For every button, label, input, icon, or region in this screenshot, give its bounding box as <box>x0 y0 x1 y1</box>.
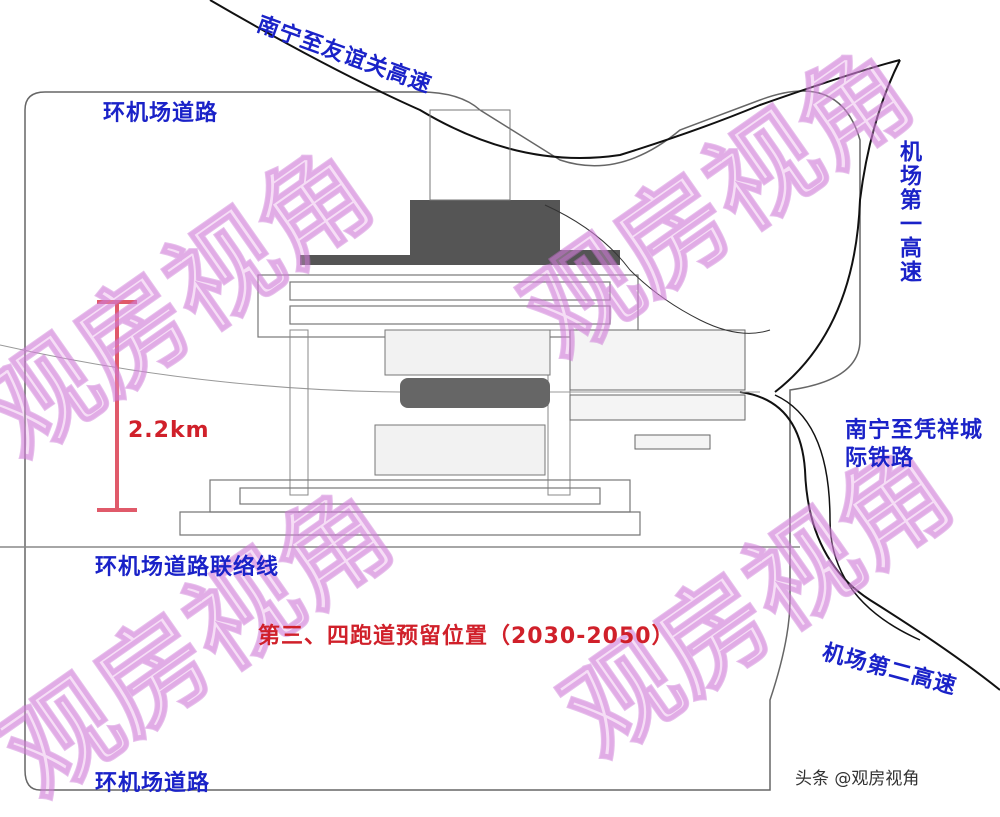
watermark: 观房视角 <box>541 424 975 781</box>
north-runway <box>257 274 639 338</box>
label-ring-road-bottom: 环机场道路 <box>95 771 211 796</box>
highway-north-line <box>209 0 901 159</box>
creek <box>544 204 771 334</box>
north-facilities <box>429 109 511 201</box>
label-airport-highway-1: 机场第一高速 <box>896 140 921 284</box>
ring-road <box>24 90 861 791</box>
label-ring-road-link: 环机场道路联络线 <box>95 555 280 580</box>
railway-line <box>739 391 1000 691</box>
credit: 头条 @观房视角 <box>795 769 920 789</box>
label-ring-road-top: 环机场道路 <box>103 101 219 126</box>
terminal-core <box>400 378 550 408</box>
rail-extension <box>0 344 760 393</box>
north-apron <box>300 200 620 265</box>
airport-highway-1-line <box>774 59 901 393</box>
airport-highway-2-line <box>774 394 921 641</box>
label-intercity-rail: 南宁至凭祥城际铁路 <box>845 418 984 471</box>
terminal-north <box>384 329 551 376</box>
terminal-south <box>374 424 546 476</box>
label-distance: 2.2km <box>128 418 210 443</box>
label-reserved-runways: 第三、四跑道预留位置（2030-2050） <box>258 624 675 649</box>
scale-bar <box>97 300 137 512</box>
south-runway <box>179 479 641 536</box>
east-zone <box>569 329 746 450</box>
